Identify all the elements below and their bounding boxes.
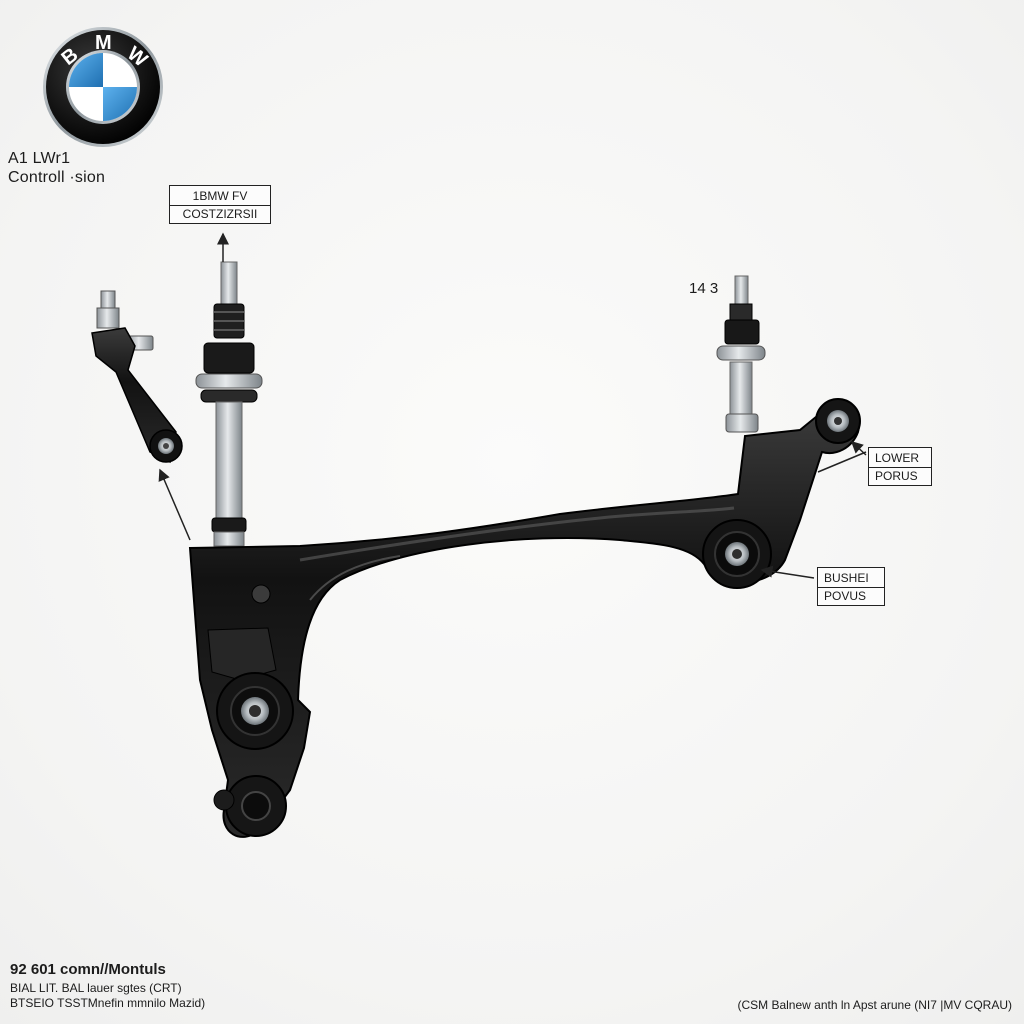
bmw-logo: B M W	[43, 27, 163, 147]
callout-lower-label: LOWER PORUS	[868, 447, 932, 486]
callout-lower-line-2: PORUS	[875, 469, 918, 483]
rear-bushing	[702, 519, 772, 589]
leader-lower-box	[817, 451, 867, 473]
callout-top-divider	[170, 205, 270, 206]
upper-eye-bushing	[815, 398, 861, 444]
logo-letter-m: M	[95, 32, 112, 54]
callout-bushing-line-1: BUSHEI	[824, 571, 869, 585]
right-strut-bolt	[716, 275, 766, 433]
callout-top-line-1: 1BMW FV	[192, 189, 248, 203]
leader-link-arm	[158, 468, 191, 541]
footer-left-title: 92 601 comn//Montuls	[10, 961, 166, 978]
footer-left-line-2: BTSEIO TSSTMnefin mmnilo Mazid)	[10, 996, 206, 1010]
footer-left-line-1: BIAL LIT. BAL lauer sgtes (CRT)	[10, 981, 182, 995]
callout-bushing-line-2: POVUS	[824, 589, 867, 603]
footer-left-notes: 92 601 comn//Montuls BIAL LIT. BAL lauer…	[10, 962, 205, 1011]
title-line-2: Controll ·sion	[8, 169, 106, 186]
footer-right-note: (CSM Balnew anth ln Apst arune (NI7 |MV …	[737, 998, 1012, 1012]
left-strut-bolt	[195, 261, 263, 547]
front-bushing	[216, 672, 294, 750]
callout-bushing-label: BUSHEI POVUS	[817, 567, 885, 606]
leader-bushing-box	[760, 565, 815, 579]
callout-bushing-divider	[818, 587, 884, 588]
title-line-1: A1 LWr1	[8, 150, 71, 167]
callout-top-line-2: COSTZIZRSII	[182, 207, 258, 221]
lower-control-arm	[188, 406, 860, 838]
diagram-title: A1 LWr1 Controll ·sion	[8, 149, 105, 187]
sway-link-arm	[91, 290, 183, 464]
ball-joint	[213, 775, 287, 837]
callout-top-label: 1BMW FV COSTZIZRSII	[169, 185, 271, 224]
callout-lower-divider	[869, 467, 931, 468]
callout-number: 14 3	[689, 280, 719, 297]
leader-lower-box-tick	[850, 440, 867, 456]
callout-lower-line-1: LOWER	[875, 451, 920, 465]
